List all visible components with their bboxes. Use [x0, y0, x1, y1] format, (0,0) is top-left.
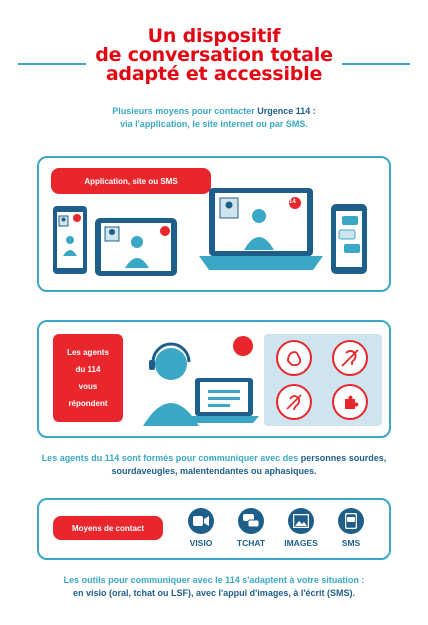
laptop-icon — [199, 188, 323, 270]
contact-means-panel: Moyens de contact VISIO TCHAT IMAGES SMS — [37, 498, 391, 560]
tools-description: Les outils pour communiquer avec le 114 … — [20, 574, 408, 600]
intro-part1: Plusieurs moyens pour contacter — [112, 106, 258, 116]
agents-tab-line-4: répondent — [68, 399, 108, 408]
agent-laptop-icon — [187, 378, 259, 423]
sms-phone-icon — [338, 508, 364, 534]
deafblind-icon — [332, 340, 368, 376]
video-camera-icon — [188, 508, 214, 534]
devices-illustration — [53, 188, 367, 276]
title-rule-right — [342, 63, 410, 65]
image-icon — [288, 508, 314, 534]
agents-tab-label: Les agents du 114 vous répondent — [53, 334, 123, 422]
title-rule-left — [18, 63, 86, 65]
desc1-highlight1: personnes sourdes, — [300, 453, 387, 463]
tool-images[interactable]: IMAGES — [279, 508, 323, 548]
agents-tab-line-3: vous — [78, 382, 98, 391]
agent-badge-label: 114 — [199, 342, 211, 349]
page-title: Un dispositif de conversation totale ada… — [0, 27, 428, 84]
devices-badge-label: 114 — [286, 199, 296, 205]
agents-panel: Les agents du 114 vous répondent — [37, 320, 391, 438]
tablet-icon — [95, 218, 177, 276]
tool-sms[interactable]: SMS — [329, 508, 373, 548]
agents-tab-line-2: du 114 — [75, 365, 101, 374]
tool-visio-label: VISIO — [189, 538, 213, 548]
hard-of-hearing-icon — [276, 384, 312, 420]
intro-highlight: Urgence 114 : — [257, 106, 316, 116]
tool-images-label: IMAGES — [284, 538, 318, 548]
phone-right-icon — [331, 204, 367, 274]
desc2-line2: en visio (oral, tchat ou LSF), avec l'ap… — [73, 588, 355, 598]
agent-headset-icon — [143, 342, 199, 426]
desc2-line1: Les outils pour communiquer avec le 114 … — [63, 575, 365, 585]
intro-line2: via l'application, le site internet ou p… — [120, 119, 308, 129]
agent-illustration — [143, 336, 259, 426]
accessibility-icons-box — [264, 334, 382, 426]
tool-tchat[interactable]: TCHAT — [229, 508, 273, 548]
devices-tab-label: Application, site ou SMS — [51, 168, 211, 194]
contact-means-tab-label: Moyens de contact — [53, 516, 163, 540]
title-line-1: Un dispositif — [147, 25, 281, 47]
tool-sms-label: SMS — [341, 538, 361, 548]
title-line-2: de conversation totale — [95, 44, 333, 66]
intro-text: Plusieurs moyens pour contacter Urgence … — [30, 105, 398, 131]
phone-left-icon — [53, 206, 87, 274]
sign-language-icon — [276, 340, 312, 376]
tool-visio[interactable]: VISIO — [179, 508, 223, 548]
aphasia-puzzle-icon — [332, 384, 368, 420]
tool-tchat-label: TCHAT — [236, 538, 266, 548]
badge-114-icon — [233, 336, 253, 356]
desc1-highlight2: sourdaveugles, malentendantes ou aphasiq… — [111, 466, 317, 476]
chat-bubbles-icon — [238, 508, 264, 534]
agents-tab-line-1: Les agents — [67, 348, 109, 357]
agents-description: Les agents du 114 sont formés pour commu… — [20, 452, 408, 478]
title-line-3: adapté et accessible — [105, 63, 323, 85]
devices-panel: Application, site ou SMS — [37, 156, 391, 292]
desc1-part1: Les agents du 114 sont formés pour commu… — [41, 453, 301, 463]
